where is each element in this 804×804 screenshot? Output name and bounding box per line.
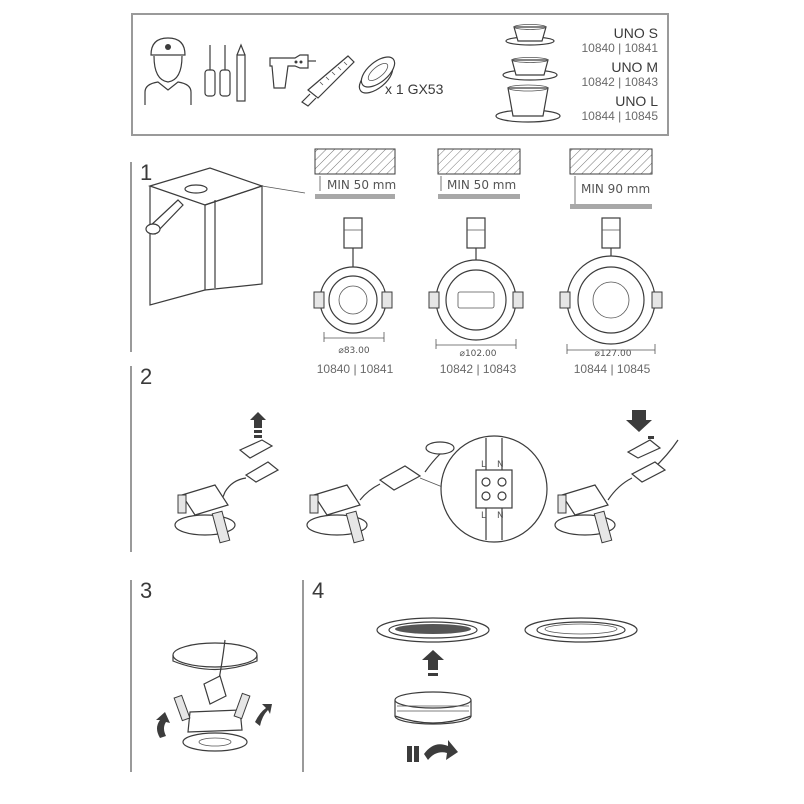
- step3-number: 3: [140, 578, 152, 603]
- depth-label-s: MIN 50 mm: [327, 178, 396, 192]
- installer-icon: [144, 37, 192, 105]
- diameter-m: ⌀102.00: [460, 349, 497, 359]
- model-l-name: UNO L: [615, 93, 658, 109]
- depth-label-l: MIN 90 mm: [581, 182, 650, 196]
- model-m-codes: 10842 | 10843: [581, 75, 658, 89]
- installed-lamp-illustration: [524, 617, 638, 643]
- model-l-codes: 10844 | 10845: [581, 109, 658, 123]
- model-s-name: UNO S: [614, 25, 658, 41]
- screwdrivers-icon: [204, 43, 246, 97]
- terminal-open-illustration: [174, 412, 280, 544]
- header-frame: [131, 13, 669, 136]
- codes-l: 10844 | 10845: [574, 362, 651, 376]
- model-m-name: UNO M: [611, 59, 658, 75]
- terminal-label-bot-l: L: [481, 511, 486, 521]
- lamp-unit-icon: [358, 56, 396, 94]
- step4-number: 4: [312, 578, 324, 603]
- model-m-icon: [502, 57, 558, 81]
- model-s-codes: 10840 | 10841: [581, 41, 658, 55]
- downlight-top-view-l: [559, 217, 663, 354]
- downlight-top-view-s: [313, 217, 393, 342]
- downlight-top-view-m: [428, 217, 524, 349]
- ceiling-insert-illustration: [156, 639, 272, 752]
- depth-label-m: MIN 50 mm: [447, 178, 516, 192]
- depth-block-s: [314, 148, 396, 199]
- step1-number: 1: [140, 160, 152, 185]
- saw-icon: [301, 55, 355, 107]
- codes-m: 10842 | 10843: [440, 362, 517, 376]
- codes-s: 10840 | 10841: [317, 362, 394, 376]
- lamp-insert-illustration: [376, 617, 490, 762]
- depth-block-m: [437, 148, 521, 199]
- ceiling-cutout-illustration: [145, 167, 306, 306]
- wiring-illustration: [306, 441, 455, 544]
- pencil-icon: [236, 54, 246, 102]
- terminal-label-bot-n: N: [497, 511, 504, 521]
- quantity-text: x 1 GX53: [385, 81, 444, 97]
- depth-block-l: [569, 148, 653, 209]
- terminal-close-illustration: [554, 410, 679, 544]
- model-l-icon: [495, 84, 561, 123]
- drill-icon: [269, 54, 316, 89]
- diameter-s: ⌀83.00: [338, 346, 369, 356]
- step2-number: 2: [140, 364, 152, 389]
- model-s-icon: [505, 24, 555, 46]
- terminal-label-top-l: L: [481, 460, 486, 470]
- diameter-l: ⌀127.00: [595, 349, 632, 359]
- terminal-block-zoom: [440, 435, 548, 543]
- terminal-label-top-n: N: [497, 460, 504, 470]
